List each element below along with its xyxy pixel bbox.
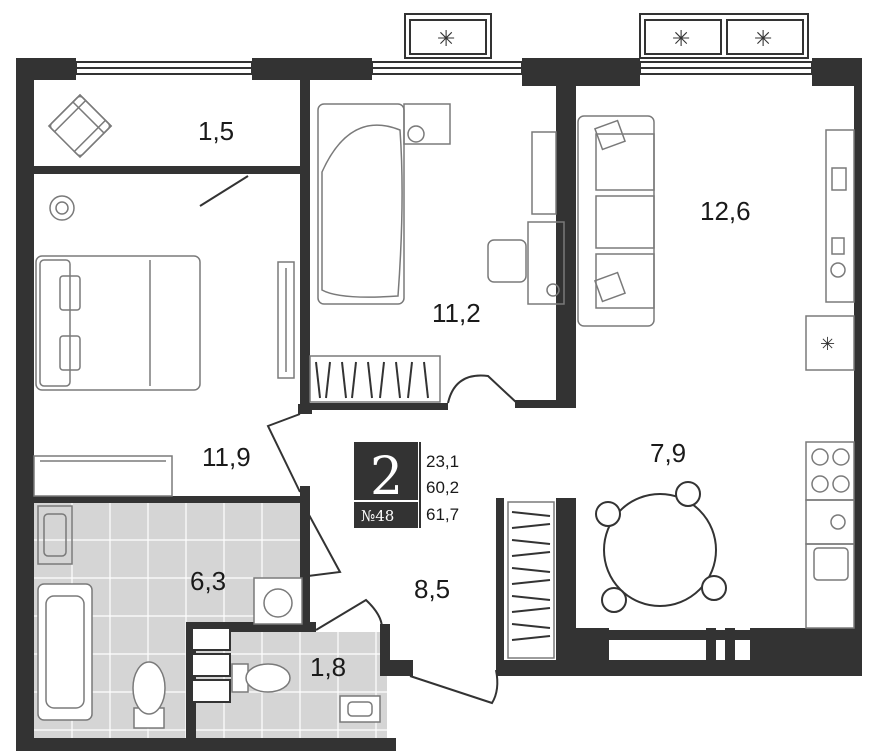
toilet: [132, 661, 291, 729]
snowflake-icon: ✳: [672, 27, 690, 52]
doors: [199, 175, 519, 705]
outer-walls: [16, 58, 862, 751]
room-area-label: 6,3: [190, 566, 226, 596]
room-area-label: 8,5: [414, 574, 450, 604]
area-total: 60,2: [426, 478, 459, 497]
washing-machine: [253, 577, 303, 625]
dining-table: [595, 481, 727, 613]
windows: [75, 61, 813, 75]
hallway-wardrobe: [507, 501, 555, 659]
room-area-label: 1,8: [310, 652, 346, 682]
room-area-label: 1,5: [198, 116, 234, 146]
air-conditioner-units: [404, 13, 809, 59]
sofa: [577, 115, 655, 327]
room-area-label: 12,6: [700, 196, 751, 226]
room-area-label: 11,2: [432, 298, 481, 328]
snowflake-icon: ✳: [437, 27, 455, 52]
apartment-number: №48: [361, 507, 394, 525]
wardrobe: [309, 355, 441, 403]
interior-walls: [34, 80, 576, 738]
stove: [805, 441, 855, 501]
sink: [339, 695, 381, 723]
single-bed: [317, 103, 405, 305]
area-living: 23,1: [426, 452, 459, 471]
room-area-label: 7,9: [650, 438, 686, 468]
snowflake-icon: ✳: [754, 27, 772, 52]
snowflake-icon: ✳: [820, 334, 835, 355]
room-area-label: 11,9: [202, 442, 251, 472]
bathtub: [37, 583, 93, 721]
apartment-badge: 2 №48 23,1 60,2 61,7: [354, 442, 459, 528]
armchair: [47, 93, 113, 159]
area-total-with-balcony: 61,7: [426, 505, 459, 524]
double-bed: [35, 255, 201, 391]
room-count: 2: [370, 447, 403, 507]
